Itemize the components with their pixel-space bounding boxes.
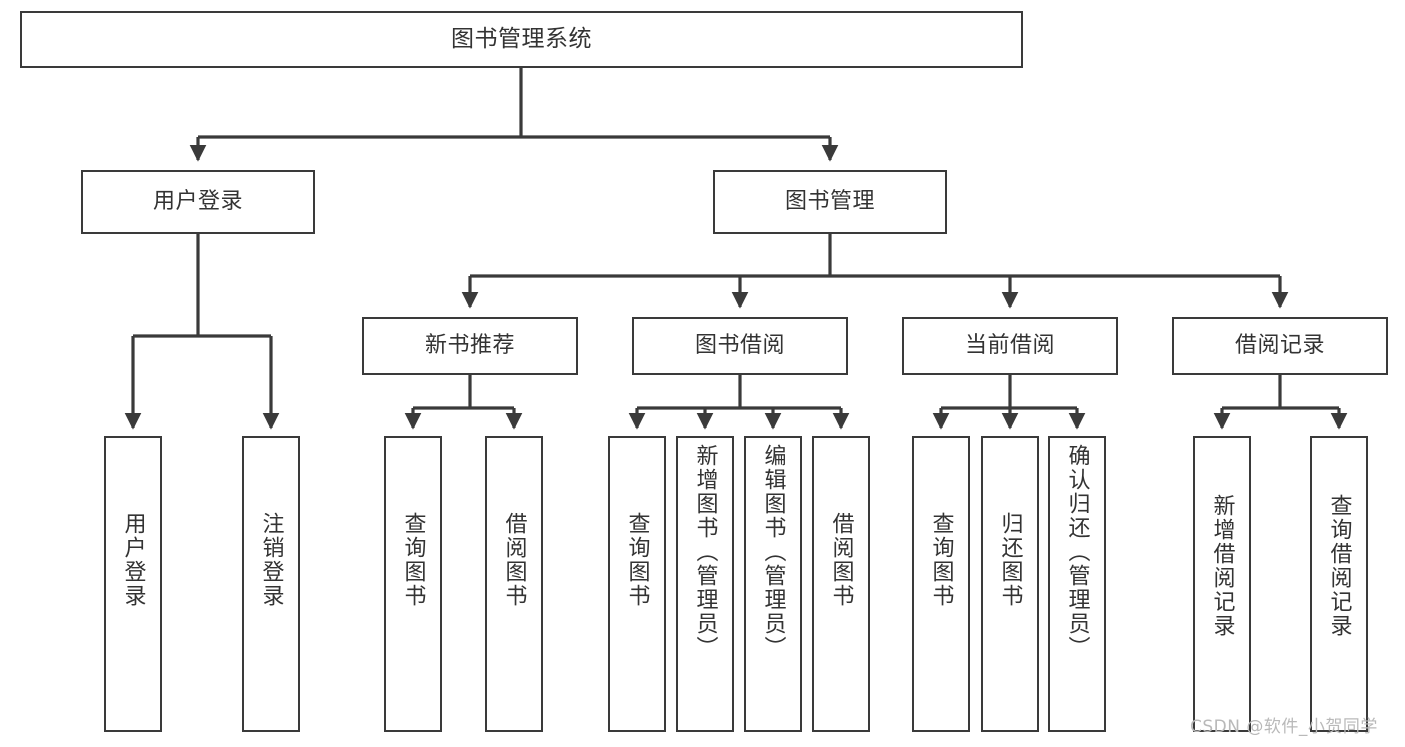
node-label: 借阅图书 bbox=[501, 512, 527, 608]
node-label: 查询图书 bbox=[928, 512, 954, 608]
node-label: 图书管理 bbox=[784, 189, 875, 215]
leaf-user-login[interactable]: 用户登录 bbox=[104, 436, 162, 732]
node-label: 注销登录 bbox=[258, 512, 284, 608]
node-label: 图书借阅 bbox=[694, 333, 785, 359]
node-label: 查询图书 bbox=[624, 512, 650, 608]
leaf-borrow-book[interactable]: 借阅图书 bbox=[812, 436, 870, 732]
watermark: CSDN @软件_小贺同学 bbox=[1190, 717, 1378, 737]
node-new-book-recommendation[interactable]: 新书推荐 bbox=[362, 317, 578, 375]
node-label: 当前借阅 bbox=[964, 333, 1055, 359]
node-current-borrow[interactable]: 当前借阅 bbox=[902, 317, 1118, 375]
node-label: 编辑图书（管理员） bbox=[760, 444, 786, 660]
leaf-query-book-newbook[interactable]: 查询图书 bbox=[384, 436, 442, 732]
node-label: 用户登录 bbox=[152, 189, 243, 215]
node-label: 查询借阅记录 bbox=[1326, 494, 1352, 638]
leaf-query-book-borrow[interactable]: 查询图书 bbox=[608, 436, 666, 732]
leaf-borrow-book-newbook[interactable]: 借阅图书 bbox=[485, 436, 543, 732]
leaf-add-book-admin[interactable]: 新增图书（管理员） bbox=[676, 436, 734, 732]
leaf-logout[interactable]: 注销登录 bbox=[242, 436, 300, 732]
node-book-borrow[interactable]: 图书借阅 bbox=[632, 317, 848, 375]
node-label: 新书推荐 bbox=[424, 333, 515, 359]
leaf-confirm-return-admin[interactable]: 确认归还（管理员） bbox=[1048, 436, 1106, 732]
node-label: 图书管理系统 bbox=[451, 25, 592, 52]
node-user-login[interactable]: 用户登录 bbox=[81, 170, 315, 234]
leaf-add-borrow-record[interactable]: 新增借阅记录 bbox=[1193, 436, 1251, 732]
node-label: 新增图书（管理员） bbox=[692, 444, 718, 660]
node-label: 新增借阅记录 bbox=[1209, 494, 1235, 638]
node-borrow-record[interactable]: 借阅记录 bbox=[1172, 317, 1388, 375]
node-label: 借阅图书 bbox=[828, 512, 854, 608]
node-book-management[interactable]: 图书管理 bbox=[713, 170, 947, 234]
leaf-query-book-current[interactable]: 查询图书 bbox=[912, 436, 970, 732]
node-label: 查询图书 bbox=[400, 512, 426, 608]
node-label: 归还图书 bbox=[997, 512, 1023, 608]
node-label: 借阅记录 bbox=[1234, 333, 1325, 359]
leaf-edit-book-admin[interactable]: 编辑图书（管理员） bbox=[744, 436, 802, 732]
node-label: 用户登录 bbox=[120, 512, 146, 608]
node-label: 确认归还（管理员） bbox=[1064, 444, 1090, 660]
node-root-system[interactable]: 图书管理系统 bbox=[20, 11, 1023, 68]
leaf-return-book[interactable]: 归还图书 bbox=[981, 436, 1039, 732]
leaf-query-borrow-record[interactable]: 查询借阅记录 bbox=[1310, 436, 1368, 732]
